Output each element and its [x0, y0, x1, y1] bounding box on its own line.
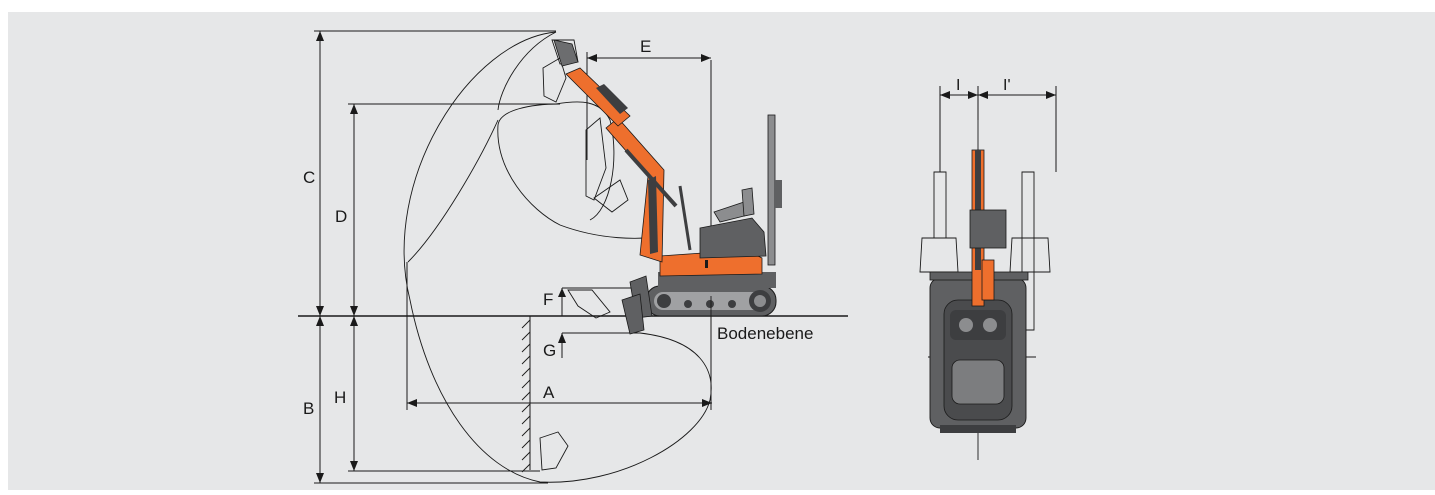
label-h: H: [334, 388, 346, 407]
dimension-b: [314, 316, 548, 484]
label-i: I: [956, 77, 960, 94]
dimension-d: [348, 103, 560, 316]
dimension-e: [586, 52, 711, 160]
ghost-arm-positions: [539, 39, 629, 471]
label-i-prime: I': [1003, 77, 1011, 94]
side-view: C D B H A E F G Bodenebene: [298, 30, 848, 484]
dimension-c: [314, 30, 556, 316]
label-a: A: [543, 383, 555, 402]
trench-wall: [521, 316, 531, 473]
dimension-h: [348, 316, 540, 472]
dimension-f-g: [558, 287, 640, 358]
label-c: C: [303, 168, 315, 187]
label-e: E: [640, 37, 651, 56]
label-d: D: [335, 207, 347, 226]
dimension-i: [939, 86, 1057, 172]
label-b: B: [303, 399, 314, 418]
dimension-a: [406, 60, 712, 410]
front-view: I I': [919, 77, 1057, 460]
label-f: F: [543, 290, 553, 309]
working-range-envelope: [403, 31, 712, 483]
label-g: G: [543, 341, 556, 360]
ground-label: Bodenebene: [717, 324, 813, 343]
